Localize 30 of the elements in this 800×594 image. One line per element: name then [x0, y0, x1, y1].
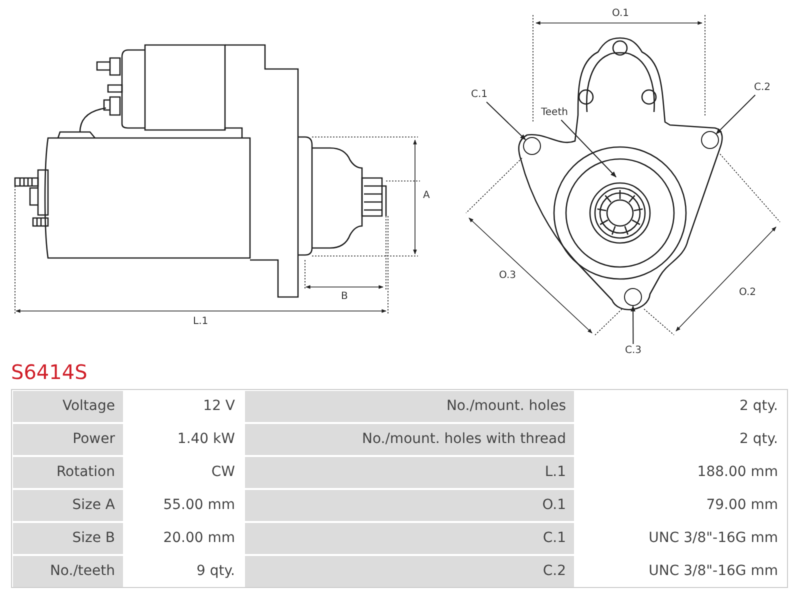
leader-line	[486, 102, 526, 140]
spec-label: Voltage	[13, 391, 123, 422]
leader-line	[560, 120, 616, 178]
dimension-label: L.1	[193, 316, 208, 328]
callout-label: Teeth	[541, 107, 568, 119]
dimension-label: O.1	[612, 8, 630, 20]
dimension-label: O.2	[739, 287, 756, 299]
spec-label: C.2	[245, 556, 574, 587]
dimension-label: A	[423, 190, 430, 202]
leader-line	[630, 305, 636, 344]
mounting-hole	[523, 137, 541, 155]
callout-label: C.3	[625, 345, 642, 357]
spec-label: No./mount. holes	[245, 391, 574, 422]
spec-label: C.1	[245, 523, 574, 554]
spec-label: Size A	[13, 490, 123, 521]
callout-label: C.2	[754, 82, 771, 94]
mounting-hole	[624, 288, 642, 306]
spec-label: Rotation	[13, 457, 123, 488]
dimension-label: B	[341, 291, 348, 303]
spec-label: L.1	[245, 457, 574, 488]
spec-label: O.1	[245, 490, 574, 521]
callout-label: C.1	[471, 89, 488, 101]
mounting-hole	[701, 131, 719, 149]
spec-label: Size B	[13, 523, 123, 554]
spec-label: No./mount. holes with thread	[245, 424, 574, 455]
leader-line	[716, 94, 756, 134]
part-number-title: S6414S	[11, 360, 88, 384]
spec-label: Power	[13, 424, 123, 455]
dimension-label: O.3	[499, 270, 516, 282]
spec-label: No./teeth	[13, 556, 123, 587]
